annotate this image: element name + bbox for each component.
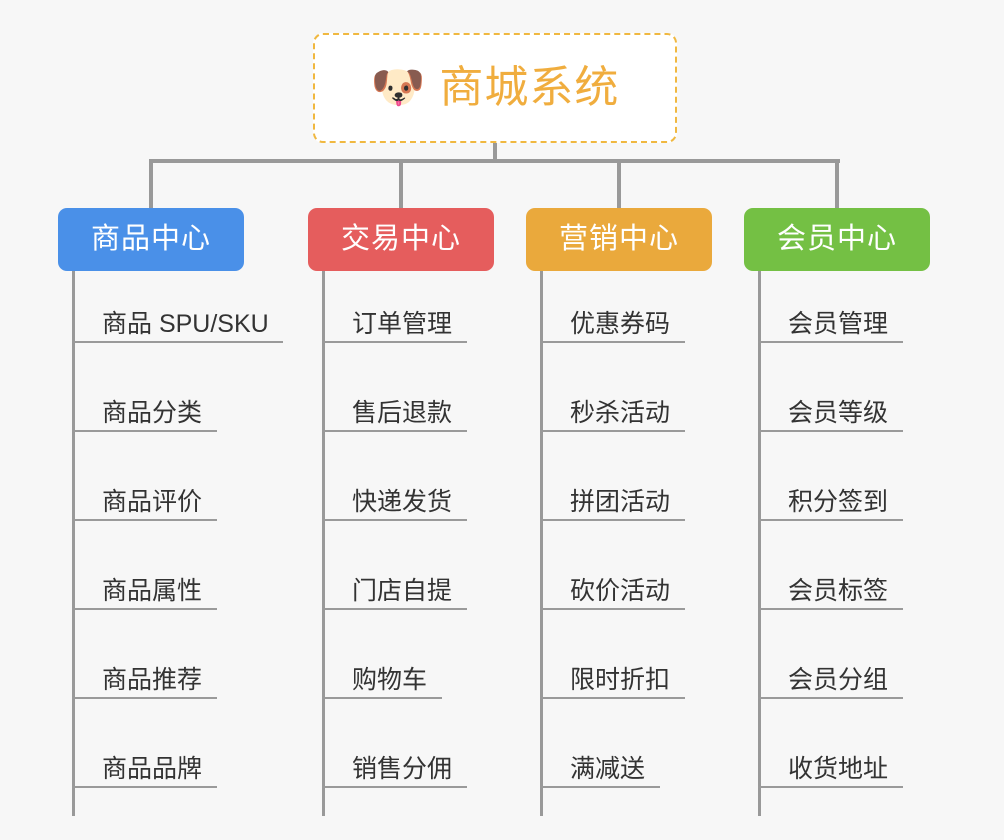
leaf-item-underline <box>72 697 217 699</box>
leaf-item-underline <box>322 697 442 699</box>
leaf-item-underline <box>758 430 903 432</box>
leaf-item[interactable]: 销售分佣 <box>322 732 467 788</box>
leaf-item[interactable]: 满减送 <box>540 732 660 788</box>
leaf-item[interactable]: 会员管理 <box>758 287 903 343</box>
leaf-spine-connector <box>758 271 761 816</box>
leaf-spine-connector <box>72 271 75 816</box>
root-title: 商城系统 <box>439 63 620 112</box>
leaf-item[interactable]: 会员标签 <box>758 554 903 610</box>
leaf-item[interactable]: 商品推荐 <box>72 643 217 699</box>
leaf-item-underline <box>72 341 283 343</box>
category-label: 会员中心 <box>776 223 897 255</box>
leaf-item-label: 秒杀活动 <box>570 398 671 427</box>
leaf-item-label: 商品评价 <box>102 487 203 516</box>
leaf-item[interactable]: 门店自提 <box>322 554 467 610</box>
leaf-item-label: 商品推荐 <box>102 665 203 694</box>
category-box-3[interactable]: 营销中心 <box>526 208 712 271</box>
leaf-item[interactable]: 商品分类 <box>72 376 217 432</box>
dog-face-icon: 🐶 <box>370 63 426 112</box>
leaf-item-underline <box>758 608 903 610</box>
leaf-item[interactable]: 购物车 <box>322 643 442 699</box>
leaf-item-underline <box>72 430 217 432</box>
branch-drop-connector-2 <box>399 159 403 208</box>
leaf-item-underline <box>72 786 217 788</box>
leaf-item-underline <box>540 697 685 699</box>
leaf-item-underline <box>72 519 217 521</box>
leaf-item-label: 售后退款 <box>352 398 453 427</box>
leaf-item-underline <box>72 608 217 610</box>
leaf-item-label: 限时折扣 <box>570 665 671 694</box>
leaf-item-label: 商品属性 <box>102 576 203 605</box>
leaf-item[interactable]: 会员分组 <box>758 643 903 699</box>
leaf-item-underline <box>540 608 685 610</box>
leaf-item-label: 拼团活动 <box>570 487 671 516</box>
leaf-item-underline <box>322 519 467 521</box>
leaf-item-underline <box>540 786 660 788</box>
leaf-item-underline <box>758 786 903 788</box>
leaf-item-label: 会员分组 <box>788 665 889 694</box>
branch-drop-connector-4 <box>835 159 839 208</box>
leaf-item-label: 满减送 <box>570 754 646 783</box>
leaf-item[interactable]: 砍价活动 <box>540 554 685 610</box>
leaf-item[interactable]: 快递发货 <box>322 465 467 521</box>
leaf-item[interactable]: 秒杀活动 <box>540 376 685 432</box>
leaf-item[interactable]: 商品属性 <box>72 554 217 610</box>
leaf-item-label: 积分签到 <box>788 487 889 516</box>
leaf-item[interactable]: 优惠券码 <box>540 287 685 343</box>
leaf-item[interactable]: 商品品牌 <box>72 732 217 788</box>
root-trunk-connector <box>493 143 497 163</box>
leaf-item[interactable]: 商品评价 <box>72 465 217 521</box>
leaf-item-underline <box>758 697 903 699</box>
leaf-item[interactable]: 拼团活动 <box>540 465 685 521</box>
leaf-item-label: 门店自提 <box>352 576 453 605</box>
leaf-item-label: 优惠券码 <box>570 309 671 338</box>
leaf-item[interactable]: 商品 SPU/SKU <box>72 287 283 343</box>
leaf-item[interactable]: 积分签到 <box>758 465 903 521</box>
leaf-item-underline <box>322 430 467 432</box>
leaf-item-label: 砍价活动 <box>570 576 671 605</box>
category-box-2[interactable]: 交易中心 <box>308 208 494 271</box>
leaf-item-label: 订单管理 <box>352 309 453 338</box>
leaf-item-label: 商品 SPU/SKU <box>102 309 269 338</box>
leaf-item-label: 会员标签 <box>788 576 889 605</box>
leaf-spine-connector <box>322 271 325 816</box>
category-box-1[interactable]: 商品中心 <box>58 208 244 271</box>
horizontal-bus-connector <box>150 159 840 163</box>
leaf-item-underline <box>540 430 685 432</box>
category-box-4[interactable]: 会员中心 <box>744 208 930 271</box>
leaf-item-label: 商品分类 <box>102 398 203 427</box>
root-node[interactable]: 🐶 商城系统 <box>313 33 677 143</box>
branch-drop-connector-3 <box>617 159 621 208</box>
leaf-item-underline <box>322 608 467 610</box>
leaf-item-label: 销售分佣 <box>352 754 453 783</box>
branch-drop-connector-1 <box>149 159 153 208</box>
category-label: 交易中心 <box>340 223 461 255</box>
leaf-item-label: 会员管理 <box>788 309 889 338</box>
leaf-item[interactable]: 收货地址 <box>758 732 903 788</box>
leaf-item-label: 商品品牌 <box>102 754 203 783</box>
leaf-item[interactable]: 限时折扣 <box>540 643 685 699</box>
leaf-item-underline <box>540 341 685 343</box>
leaf-item-label: 快递发货 <box>352 487 453 516</box>
leaf-item-underline <box>758 519 903 521</box>
leaf-item-label: 收货地址 <box>788 754 889 783</box>
leaf-item[interactable]: 售后退款 <box>322 376 467 432</box>
leaf-item[interactable]: 订单管理 <box>322 287 467 343</box>
leaf-spine-connector <box>540 271 543 816</box>
category-label: 商品中心 <box>90 223 211 255</box>
leaf-item-underline <box>540 519 685 521</box>
leaf-item-underline <box>758 341 903 343</box>
category-label: 营销中心 <box>558 223 679 255</box>
leaf-item-label: 购物车 <box>352 665 428 694</box>
leaf-item-underline <box>322 786 467 788</box>
leaf-item[interactable]: 会员等级 <box>758 376 903 432</box>
leaf-item-label: 会员等级 <box>788 398 889 427</box>
leaf-item-underline <box>322 341 467 343</box>
